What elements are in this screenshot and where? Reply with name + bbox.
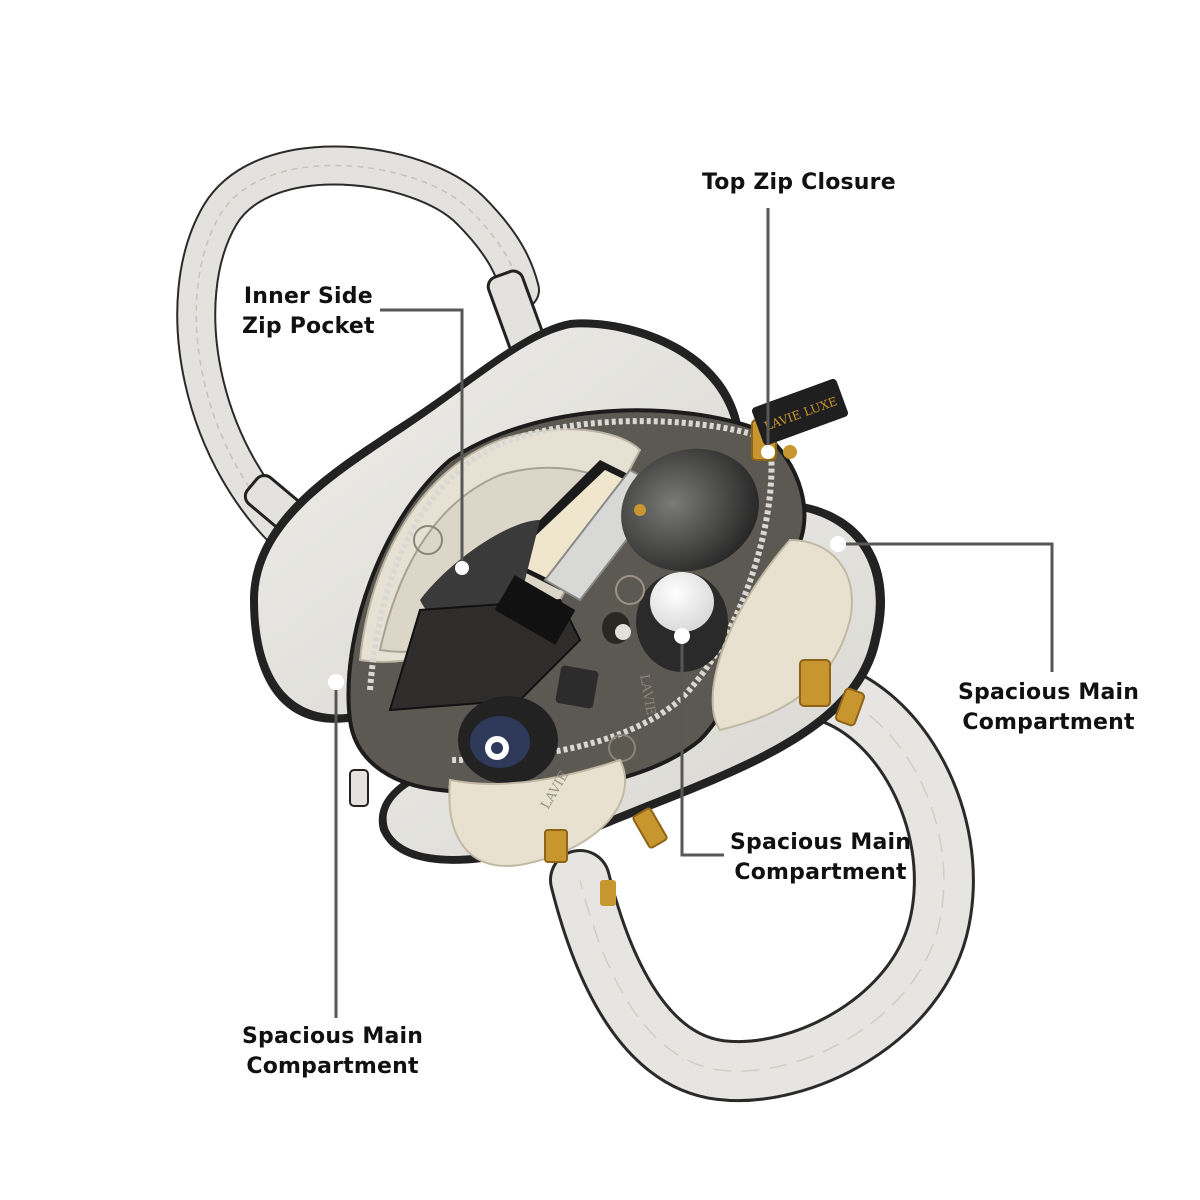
bottom-lining-panel (448, 758, 626, 867)
marker-top-zip (761, 445, 775, 459)
label-top-zip-closure: Top Zip Closure (702, 168, 896, 198)
marker-main-right (830, 536, 846, 552)
leader-lines (334, 208, 1054, 1018)
label-inner-side-zip-pocket: Inner Side Zip Pocket (242, 282, 375, 342)
side-loop (349, 769, 369, 807)
bag-interior (346, 408, 807, 796)
label-line: Spacious Main (730, 830, 912, 855)
label-line: Spacious Main (958, 680, 1140, 705)
label-line: Spacious Main (242, 1024, 424, 1049)
bottom-handle (549, 659, 975, 1103)
marker-inner-side-zip (455, 561, 469, 575)
lining-brand-text: LAVIE (636, 673, 658, 716)
label-line: Zip Pocket (242, 314, 375, 339)
side-buckle (600, 880, 616, 906)
label-line: Compartment (734, 860, 907, 885)
right-lining-panel (711, 538, 853, 732)
label-spacious-main-right: Spacious Main Compartment (958, 678, 1139, 738)
label-line: Top Zip Closure (702, 170, 896, 195)
label-line: Inner Side (243, 284, 373, 309)
leader-inner-side-zip (380, 308, 464, 568)
marker-main-bottom (328, 674, 344, 690)
label-spacious-main-bottom: Spacious Main Compartment (242, 1022, 423, 1082)
marker-dots (328, 445, 846, 690)
label-spacious-main-center: Spacious Main Compartment (730, 828, 911, 888)
leader-main-right (838, 542, 1054, 672)
label-line: Compartment (962, 710, 1135, 735)
leader-main-center (680, 638, 724, 857)
zip-pull-tag: LAVIE LUXE (752, 378, 848, 446)
label-line: Compartment (246, 1054, 419, 1079)
marker-main-center (674, 628, 690, 644)
